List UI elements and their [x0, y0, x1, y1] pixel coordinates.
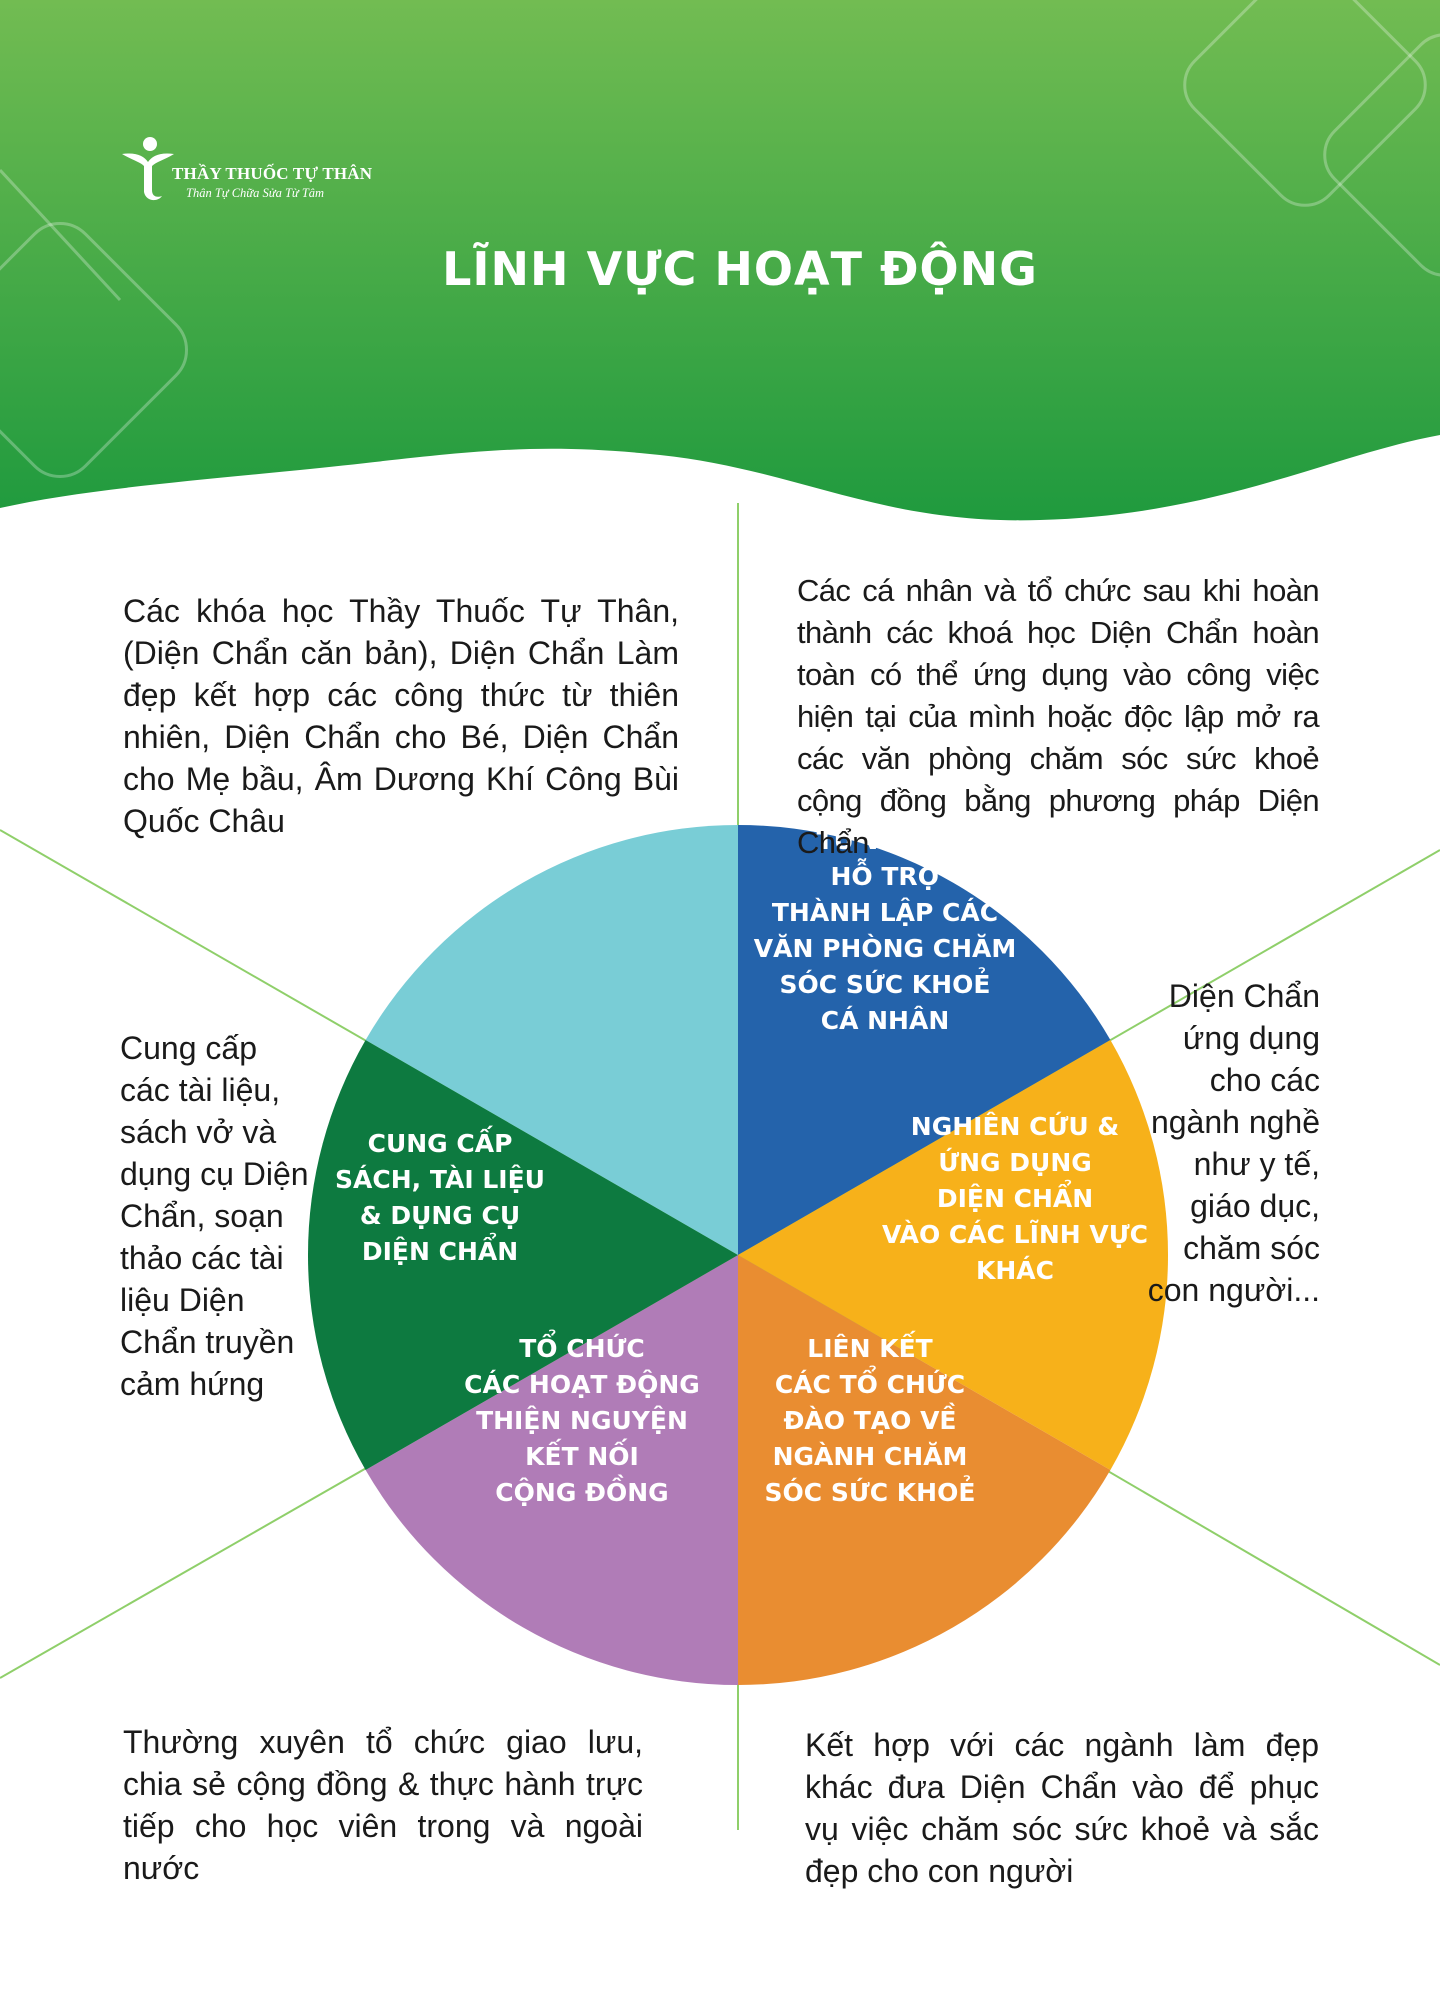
wheel-label-line: & DỤNG CỤ [360, 1201, 520, 1230]
wheel-label-line: KẾT NỐI [525, 1438, 639, 1471]
wheel-label-line: VÀO CÁC LĨNH VỰC [882, 1220, 1148, 1249]
description-linking: Kết hợp với các ngành làm đẹp khác đưa D… [805, 1727, 1319, 1889]
wheel-label-line: VĂN PHÒNG CHĂM [754, 933, 1016, 963]
wheel-label-line: CUNG CẤP [368, 1125, 513, 1158]
description-volunteer: Thường xuyên tổ chức giao lưu, chia sẻ c… [123, 1724, 643, 1886]
header-wave-background [0, 0, 1440, 521]
wheel-segment-research [738, 1255, 1111, 1685]
description-supplies: Cung cấp các tài liệu, sách vở và dụng c… [120, 1030, 309, 1402]
wheel-label-line: NGHIÊN CỨU & [911, 1111, 1119, 1141]
description-consulting: Các cá nhân và tổ chức sau khi hoàn thàn… [797, 573, 1320, 860]
wheel-label-line: DIỆN CHẨN [937, 1179, 1093, 1213]
wheel-segment-linking [365, 1255, 738, 1685]
wheel-label-line: SÓC SỨC KHOẺ [765, 1474, 976, 1507]
wheel-segment-teaching [738, 825, 1111, 1255]
activity-wheel: GIẢNG DẠYDIỆN CHẨNONLINE VÀTRỰC TIẾPTƯ V… [307, 822, 1169, 1685]
wheel-label-line: CÁC HOẠT ĐỘNG [464, 1369, 700, 1399]
wheel-label-line: TỔ CHỨC [519, 1328, 645, 1363]
person-icon [122, 137, 174, 201]
description-teaching: Các khóa học Thầy Thuốc Tự Thân, (Diện C… [123, 593, 679, 839]
wheel-label-line: HỖ TRỢ [830, 858, 939, 891]
wheel-label-line: TƯ VẤN & [817, 822, 954, 855]
wheel-label-line: THIỆN NGUYỆN [476, 1405, 688, 1435]
brand-logo: THẦY THUỐC TỰ THÂN Thân Tự Chữa Sửa Từ T… [120, 132, 420, 202]
wheel-label-line: KHÁC [976, 1256, 1054, 1285]
wheel-label-line: CÁ NHÂN [821, 1006, 950, 1035]
wheel-label-consulting: TƯ VẤN &HỖ TRỢ THÀNH LẬP CÁC VĂN PHÒNG CHĂ… [754, 822, 1016, 1035]
wheel-label-line: LIÊN KẾT [807, 1330, 932, 1363]
wheel-label-line: CÁC TỔ CHỨC [775, 1364, 965, 1399]
wheel-segment-volunteer [307, 1040, 738, 1470]
wheel-label-line: THÀNH LẬP CÁC [772, 897, 998, 927]
wheel-label-line: ỨNG DỤNG [938, 1147, 1092, 1177]
description-research: Diện Chẩn ứng dụng cho các ngành nghề nh… [1147, 978, 1320, 1308]
header-decoration [0, 0, 1440, 479]
wheel-label-line: CỘNG ĐỒNG [495, 1474, 668, 1507]
page-title: LĨNH VỰC HOẠT ĐỘNG [442, 242, 1038, 296]
wheel-label-line: SÓC SỨC KHOẺ [780, 966, 991, 999]
wheel-segment-consulting [738, 1040, 1169, 1470]
wheel-label-line: NGÀNH CHĂM [773, 1441, 968, 1471]
wheel-label-line: DIỆN CHẨN [362, 1232, 518, 1266]
wheel-label-line: ĐÀO TẠO VỀ [783, 1402, 956, 1435]
brand-slogan: Thân Tự Chữa Sửa Từ Tâm [186, 186, 325, 200]
brand-name: THẦY THUỐC TỰ THÂN [172, 164, 373, 183]
wheel-segment-supplies [365, 825, 738, 1255]
wheel-label-line: SÁCH, TÀI LIỆU [335, 1164, 545, 1194]
